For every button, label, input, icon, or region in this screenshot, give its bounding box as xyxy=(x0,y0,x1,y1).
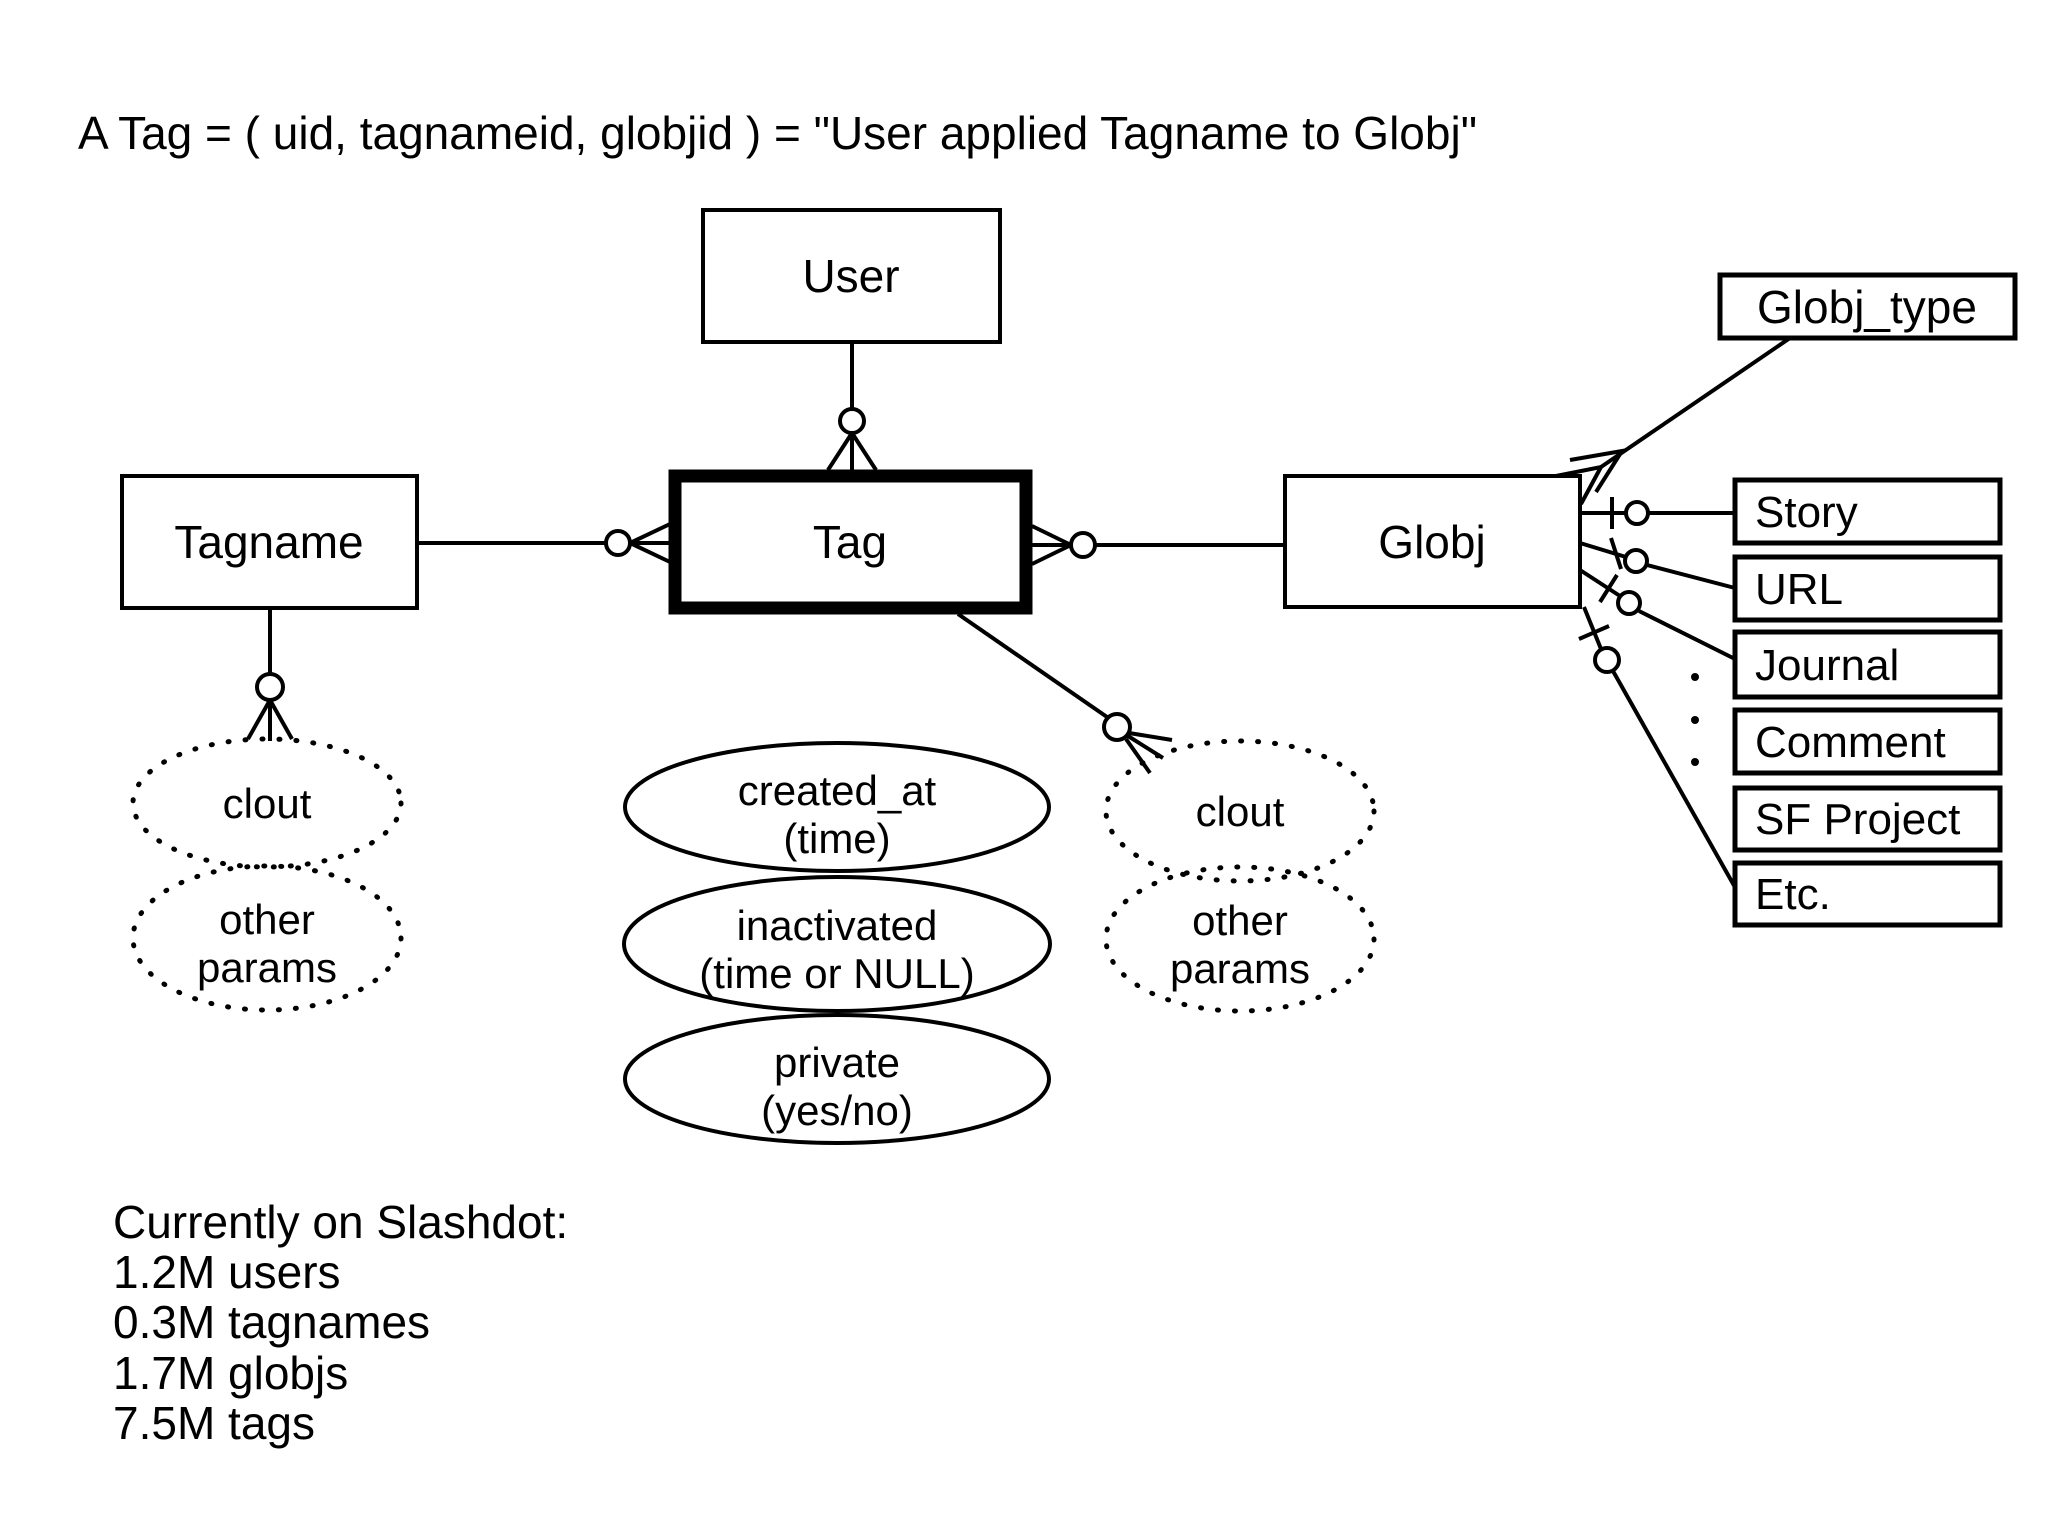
tag-box xyxy=(668,469,1033,615)
tagname-attribute-clout: clout xyxy=(130,736,404,870)
connector-globj-url xyxy=(1579,537,1736,590)
tagname-other-params-line2: params xyxy=(197,944,337,991)
tag-attribute-created-at: created_at (time) xyxy=(623,741,1051,873)
globj-attribute-clout: clout xyxy=(1103,738,1377,884)
globj-other-params-line2: params xyxy=(1170,945,1310,992)
comment-label: Comment xyxy=(1755,718,1946,767)
diagram-title: A Tag = ( uid, tagnameid, globjid ) = "U… xyxy=(78,107,1477,159)
tagname-clout-ellipse xyxy=(130,736,404,870)
stats-globjs: 1.7M globjs xyxy=(113,1347,348,1399)
entity-globj: Globj xyxy=(1283,474,1582,609)
optional-circle xyxy=(1102,712,1132,742)
globj-clout-label: clout xyxy=(1196,788,1285,835)
connector-globj-etc xyxy=(1578,606,1738,890)
url-label: URL xyxy=(1755,565,1843,614)
stats-users: 1.2M users xyxy=(113,1246,341,1298)
user-box xyxy=(701,208,1002,344)
story-box xyxy=(1732,477,2003,546)
optional-circle xyxy=(1069,531,1097,559)
private-type: (yes/no) xyxy=(761,1087,913,1134)
tagname-other-params-ellipse xyxy=(130,863,404,1013)
journal-box xyxy=(1732,629,2003,700)
optional-circle xyxy=(1593,646,1621,674)
optional-circle xyxy=(1616,590,1642,616)
optional-circle xyxy=(255,672,285,702)
tag-attribute-inactivated: inactivated (time or NULL) xyxy=(622,875,1052,1013)
connector-globj-globjtype xyxy=(1555,336,1792,505)
connector-tagname-tag xyxy=(417,522,671,564)
inactivated-type: (time or NULL) xyxy=(699,950,974,997)
optional-circle xyxy=(604,529,632,557)
comment-box xyxy=(1732,707,2003,776)
inactivated-ellipse xyxy=(622,875,1052,1013)
created-at-name: created_at xyxy=(738,767,937,814)
connector-globj-journal xyxy=(1578,568,1736,661)
stats-tagnames: 0.3M tagnames xyxy=(113,1296,430,1348)
tagname-label: Tagname xyxy=(174,516,363,568)
created-at-type: (time) xyxy=(783,815,890,862)
optional-circle xyxy=(1623,548,1649,574)
stats-tags: 7.5M tags xyxy=(113,1397,315,1449)
connector-tag-attributes xyxy=(956,612,1173,775)
tagname-attribute-other-params: other params xyxy=(130,863,404,1013)
sf-project-box xyxy=(1732,785,2003,853)
user-label: User xyxy=(802,250,899,302)
globj-other-params-ellipse xyxy=(1103,864,1377,1014)
optional-circle xyxy=(838,407,866,435)
entity-user: User xyxy=(701,208,1002,344)
connector-tag-globj xyxy=(1031,524,1285,566)
entity-tagname: Tagname xyxy=(120,474,419,610)
globj-type-box xyxy=(1717,272,2018,341)
private-ellipse xyxy=(623,1013,1051,1145)
inactivated-name: inactivated xyxy=(737,902,938,949)
tag-label: Tag xyxy=(813,516,887,568)
optional-circle xyxy=(1624,500,1650,526)
ellipsis-dots xyxy=(1691,673,1699,766)
connector-tagname-attributes xyxy=(246,608,294,741)
tagname-other-params-line1: other xyxy=(219,896,315,943)
sf-project-label: SF Project xyxy=(1755,795,1960,844)
etc-label: Etc. xyxy=(1755,870,1831,919)
tagname-clout-label: clout xyxy=(223,780,312,827)
globj-box xyxy=(1283,474,1582,609)
url-box xyxy=(1732,554,2003,623)
created-at-ellipse xyxy=(623,741,1051,873)
private-name: private xyxy=(774,1039,900,1086)
story-label: Story xyxy=(1755,488,1858,537)
stats-heading: Currently on Slashdot: xyxy=(113,1196,568,1248)
entity-globj-type: Globj_type xyxy=(1717,272,2018,341)
entity-tag: Tag xyxy=(668,469,1033,615)
tag-attribute-private: private (yes/no) xyxy=(623,1013,1051,1145)
globj-type-label: Globj_type xyxy=(1757,281,1977,333)
stats-block: Currently on Slashdot: 1.2M users 0.3M t… xyxy=(113,1196,568,1449)
globj-attribute-other-params: other params xyxy=(1103,864,1377,1014)
globj-type-examples: Story URL Journal Comment SF Project Etc… xyxy=(1732,477,2003,928)
journal-label: Journal xyxy=(1755,641,1899,690)
connector-user-tag xyxy=(826,342,878,472)
globj-clout-ellipse xyxy=(1103,738,1377,884)
globj-label: Globj xyxy=(1378,516,1485,568)
globj-other-params-line1: other xyxy=(1192,897,1288,944)
connector-globj-story xyxy=(1580,497,1735,529)
tagname-box xyxy=(120,474,419,610)
etc-box xyxy=(1732,860,2003,928)
